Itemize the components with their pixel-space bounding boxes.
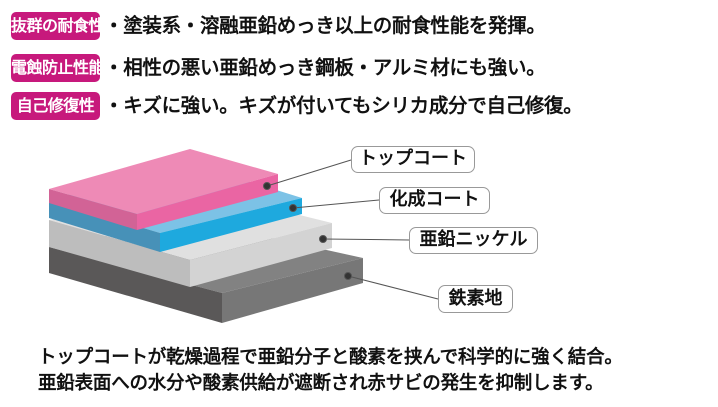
layer-top-coat [49, 149, 278, 230]
feature-text-galvanic-protection: ・相性の悪い亜鉛めっき鋼板・アルミ材にも強い。 [104, 56, 546, 79]
marker-dot-chemical-coat [289, 204, 297, 212]
description-line-1: トップコートが乾燥過程で亜鉛分子と酸素を挟んで科学的に強く結合。 [38, 347, 623, 368]
label-chemical-coat: 化成コート [379, 187, 490, 214]
leader-line-chemical-coat [292, 199, 380, 209]
leader-line-zinc-nickel [322, 238, 410, 241]
marker-dot-steel [344, 272, 352, 280]
feature-text-self-healing: ・キズに強い。キズが付いてもシリカ成分で自己修復。 [104, 94, 583, 117]
marker-dot-zinc-nickel [319, 235, 327, 243]
marker-dot-top-coat [263, 182, 271, 190]
label-steel: 鉄素地 [438, 285, 513, 313]
leader-line-steel [347, 275, 439, 300]
label-zinc-nickel: 亜鉛ニッケル [409, 227, 538, 254]
badge-self-healing: 自己修復性 [11, 92, 100, 120]
description-line-2: 亜鉛表面への水分や酸素供給が遮断され赤サビの発生を抑制します。 [38, 373, 604, 394]
feature-text-corrosion-resistance: ・塗装系・溶融亜鉛めっき以上の耐食性能を発揮。 [104, 14, 546, 37]
badge-galvanic-protection: 電蝕防止性能 [11, 54, 105, 82]
label-top-coat: トップコート [351, 146, 475, 173]
leader-line-top-coat [266, 159, 352, 187]
badge-corrosion-resistance: 抜群の耐食性 [11, 12, 105, 40]
